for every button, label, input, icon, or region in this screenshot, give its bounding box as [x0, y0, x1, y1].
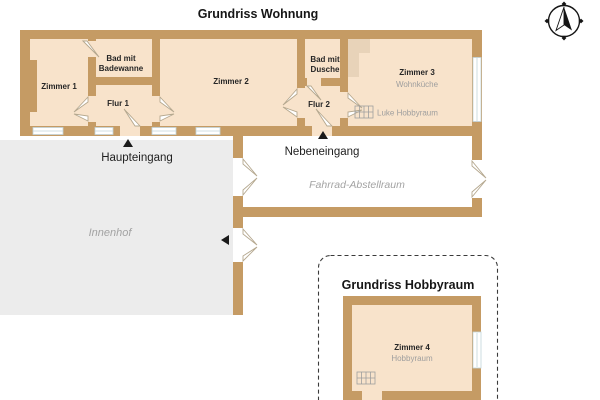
wall-segment [20, 30, 30, 136]
door-opening [233, 228, 243, 262]
door-swing [159, 113, 175, 122]
wall-segment [233, 207, 482, 217]
hobby-section-title: Grundriss Hobbyraum [342, 278, 475, 292]
room-sublabel-wohnkueche: Wohnküche [396, 80, 439, 89]
grid-hatch-icon [356, 371, 376, 385]
door-swing [242, 246, 258, 263]
wall-segment [20, 126, 482, 136]
wall-segment [305, 78, 348, 86]
courtyard-label: Innenhof [89, 227, 133, 239]
wall-segment [233, 136, 243, 315]
compass-needle-dark [564, 7, 572, 31]
door-swing [282, 87, 298, 106]
hobby-door-opening [362, 391, 382, 400]
page-title: Grundriss Wohnung [198, 7, 319, 21]
room-label-flur1: Flur 1 [107, 99, 129, 108]
bike-room-floor [243, 136, 472, 207]
compass-tick-north [561, 1, 567, 7]
room-labels: Zimmer 1 Bad mit Badewanne Flur 1 Zimmer… [41, 54, 438, 109]
side-entrance: Nebeneingang [285, 131, 360, 158]
door-swings [73, 40, 487, 263]
room-label-bad-dusche-1: Bad mit [310, 55, 340, 64]
door-opening [88, 96, 96, 122]
door-swing [471, 159, 487, 179]
bike-storage: Fahrrad-Abstellraum [243, 136, 472, 207]
zimmer3-recess [348, 39, 370, 77]
compass-needle-light [555, 6, 565, 32]
wall-segment [152, 39, 160, 126]
door-swing [347, 91, 363, 109]
room-label-zimmer2: Zimmer 2 [213, 77, 249, 86]
room-label-bad-badewanne-1: Bad mit [106, 54, 136, 63]
door-swing [159, 95, 175, 113]
door-swing [305, 85, 322, 101]
door-opening [297, 88, 305, 118]
hatch-label: Luke Hobbyraum [377, 109, 438, 118]
side-entrance-label: Nebeneingang [285, 146, 360, 158]
door-opening [307, 78, 321, 86]
main-entrance-label: Haupteingang [101, 152, 173, 164]
wall-segment [343, 296, 352, 400]
wall-segment [343, 391, 481, 400]
door-swing [242, 157, 258, 177]
door-opening [233, 158, 243, 196]
courtyard-entrance-arrow-icon [221, 235, 229, 245]
room-label-zimmer1: Zimmer 1 [41, 82, 77, 91]
wall-segment [20, 30, 482, 39]
room-label-flur2: Flur 2 [308, 100, 330, 109]
room-label-bad-dusche-2: Dusche [311, 65, 340, 74]
courtyard: Innenhof [0, 140, 233, 315]
courtyard-area [0, 140, 233, 315]
door-swing [242, 227, 258, 246]
main-entrance-opening [120, 126, 140, 136]
door-swing [242, 177, 258, 197]
grid-hatch-icon [354, 105, 374, 119]
door-opening [472, 160, 482, 198]
wall-segment [343, 296, 481, 305]
bike-room-label: Fahrrad-Abstellraum [309, 179, 405, 191]
wall-segment [297, 39, 305, 126]
door-swing [81, 40, 100, 58]
compass-tick-south [561, 35, 567, 41]
door-swing [73, 95, 89, 113]
main-entrance: Haupteingang [101, 139, 173, 164]
door-swing [315, 108, 334, 127]
entrance-arrow-icon [318, 131, 328, 139]
door-opening [152, 96, 160, 122]
door-swing [471, 179, 487, 199]
hobby-room-floor [352, 305, 472, 391]
door-swing [73, 113, 89, 122]
windows [32, 57, 482, 135]
room-label-zimmer4: Zimmer 4 [394, 343, 430, 352]
room-sublabel-hobbyraum: Hobbyraum [391, 354, 433, 363]
hobby-section-border [317, 254, 499, 400]
entrance-arrow-icon [123, 139, 133, 147]
wall-chimney [30, 60, 37, 112]
room-label-zimmer3: Zimmer 3 [399, 68, 435, 77]
door-swing [282, 106, 298, 118]
door-opening [340, 92, 348, 118]
compass-north-icon [544, 1, 584, 41]
hobby-section: Grundriss Hobbyraum Zimmer 4 Hobbyraum [317, 254, 499, 400]
room-label-bad-badewanne-2: Badewanne [99, 64, 144, 73]
wall-segment [88, 77, 160, 85]
wall-segment [340, 39, 348, 126]
side-entrance-opening [312, 126, 332, 136]
door-swing [123, 108, 142, 127]
